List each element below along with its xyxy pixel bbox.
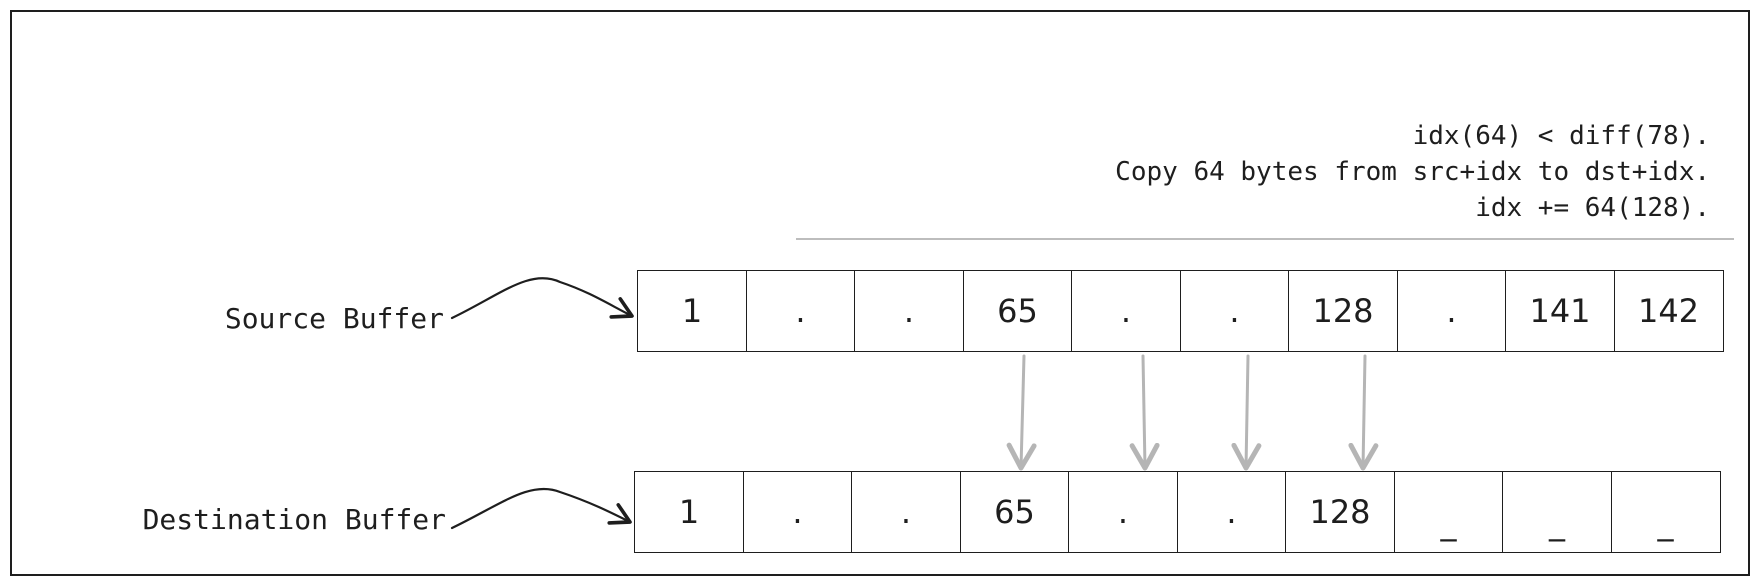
- note-line-1: idx(64) < diff(78).: [1412, 121, 1710, 151]
- source-cell: 142: [1613, 270, 1724, 352]
- destination-cell: 1: [634, 471, 744, 553]
- destination-cell-empty: _: [1393, 471, 1504, 553]
- note-line-2: Copy 64 bytes from src+idx to dst+idx.: [1115, 157, 1710, 187]
- destination-cell: 65: [959, 471, 1070, 553]
- copy-step-note: idx(64) < diff(78). Copy 64 bytes from sr…: [1115, 118, 1710, 226]
- source-cell: .: [1179, 270, 1290, 352]
- source-cell: 1: [637, 270, 747, 352]
- source-cell: .: [745, 270, 856, 352]
- destination-cell: .: [742, 471, 853, 553]
- destination-cell-empty: _: [1610, 471, 1721, 553]
- source-cell: 141: [1505, 270, 1615, 352]
- destination-cell: .: [1176, 471, 1287, 553]
- destination-cell: 128: [1285, 471, 1395, 553]
- source-buffer: 1 . . 65 . . 128 . 141 142: [637, 270, 1724, 352]
- destination-buffer: 1 . . 65 . . 128 _ _ _: [634, 471, 1721, 553]
- destination-cell: .: [1068, 471, 1178, 553]
- source-cell: 65: [962, 270, 1073, 352]
- destination-cell-empty: _: [1502, 471, 1612, 553]
- source-cell: .: [1396, 270, 1507, 352]
- source-buffer-label: Source Buffer: [224, 302, 444, 335]
- source-cell: 128: [1288, 270, 1398, 352]
- source-cell: .: [1071, 270, 1181, 352]
- destination-cell: .: [851, 471, 961, 553]
- destination-buffer-label: Destination Buffer: [142, 503, 446, 536]
- source-cell: .: [854, 270, 964, 352]
- note-divider: [796, 238, 1734, 240]
- note-line-3: idx += 64(128).: [1475, 193, 1710, 223]
